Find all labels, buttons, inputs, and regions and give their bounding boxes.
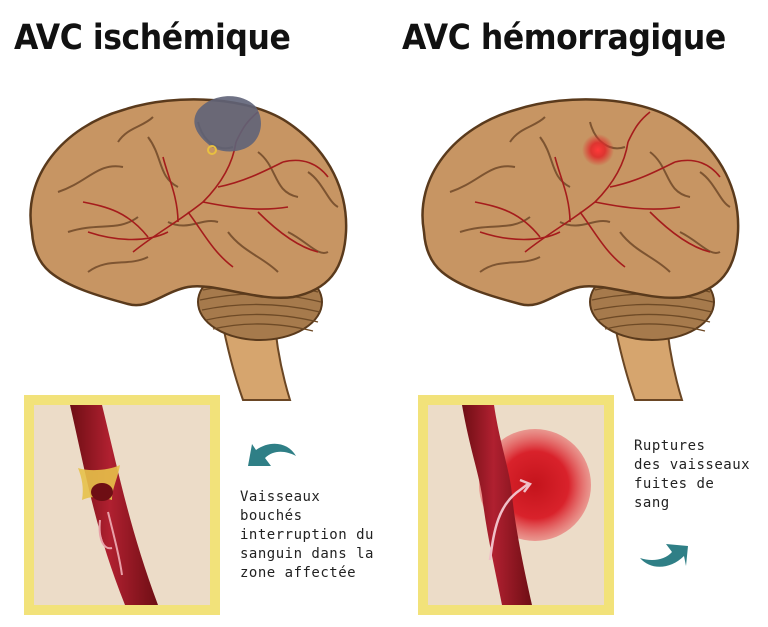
hemorrhagic-caption: Ruptures des vaisseaux fuites de sang <box>634 438 751 511</box>
bleed-spot <box>582 134 614 166</box>
clot-region <box>194 96 261 152</box>
hemorrhagic-inset <box>418 395 614 615</box>
hemorrhagic-title: AVC hémorragique <box>402 18 726 58</box>
blocked-vessel <box>70 405 158 605</box>
curved-arrow-icon <box>640 544 688 567</box>
ischemic-brain <box>29 96 348 401</box>
ruptured-vessel <box>462 405 532 605</box>
ischemic-inset <box>24 395 220 615</box>
curved-arrow-icon <box>248 443 296 466</box>
hemorrhagic-brain <box>421 98 740 401</box>
ischemic-title: AVC ischémique <box>14 18 291 58</box>
cerebrum <box>29 98 348 307</box>
ischemic-caption: Vaisseaux bouchés interruption du sangui… <box>240 489 374 581</box>
